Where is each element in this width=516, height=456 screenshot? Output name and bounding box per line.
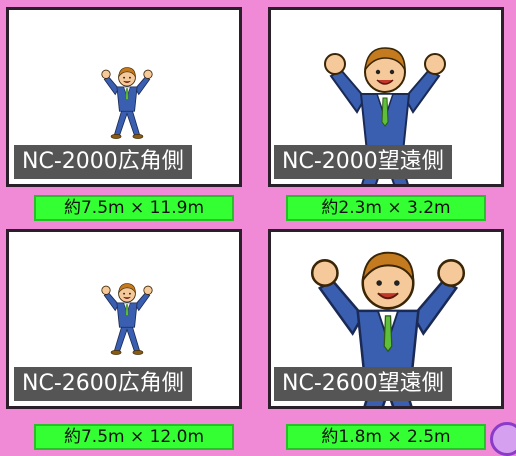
model-label: NC-2000広角側: [14, 145, 192, 179]
coverage-size-label: 約7.5m × 11.9m: [34, 195, 234, 221]
model-label: NC-2000望遠側: [274, 145, 452, 179]
coverage-size-label: 約2.3m × 3.2m: [286, 195, 486, 221]
coverage-size-label: 約7.5m × 12.0m: [34, 424, 234, 450]
camera-view-panel-nc2000-wide: NC-2000広角側: [6, 7, 242, 187]
coverage-size-label: 約1.8m × 2.5m: [286, 424, 486, 450]
corner-decoration: [490, 422, 516, 456]
camera-view-panel-nc2600-tele: NC-2600望遠側: [268, 229, 504, 409]
businessman-cheering-icon: [101, 67, 153, 139]
camera-view-panel-nc2000-tele: NC-2000望遠側: [268, 7, 504, 187]
model-label: NC-2600望遠側: [274, 367, 452, 401]
camera-view-panel-nc2600-wide: NC-2600広角側: [6, 229, 242, 409]
businessman-cheering-icon: [324, 47, 446, 184]
businessman-cheering-icon: [101, 283, 153, 355]
businessman-cheering-icon: [310, 251, 466, 406]
model-label: NC-2600広角側: [14, 367, 192, 401]
